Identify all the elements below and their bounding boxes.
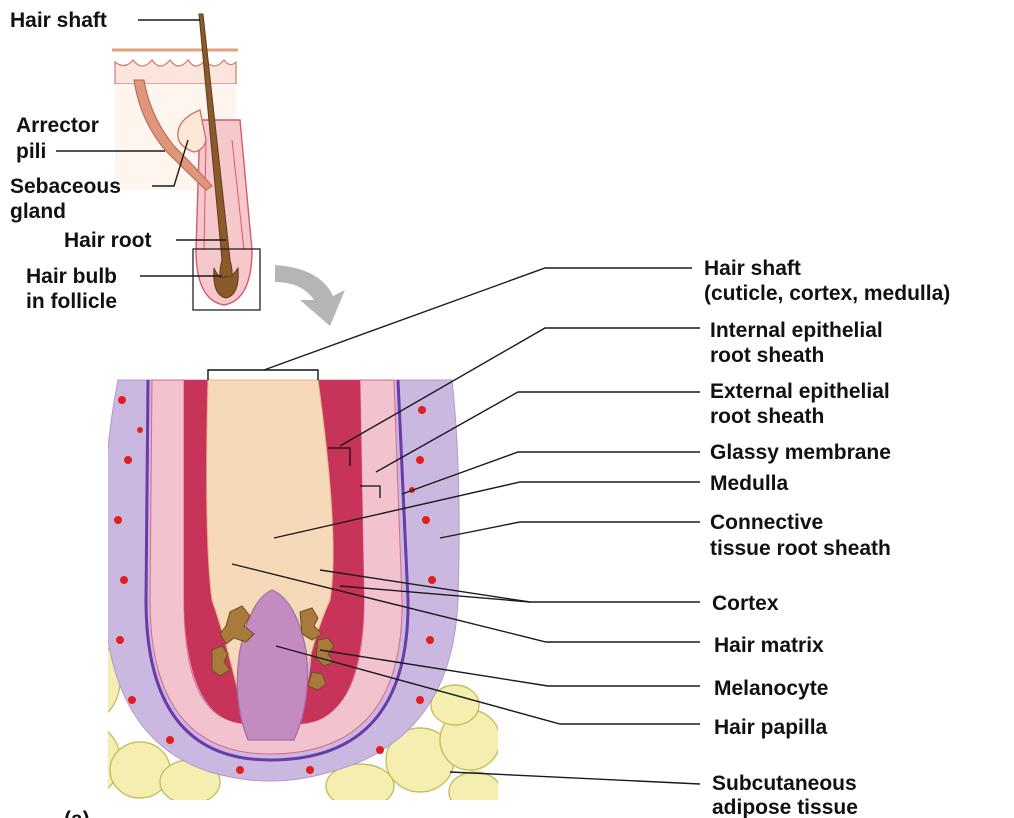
zoom-arrow [275, 265, 345, 326]
panel-label: (a) [64, 808, 90, 818]
label-hair-shaft: Hair shaft [704, 257, 801, 280]
label-internal-root-sheath: root sheath [710, 344, 824, 367]
label-internal-epithelial: Internal epithelial [710, 319, 883, 342]
hair-shaft-bracket [208, 370, 318, 380]
label-hair-papilla: Hair papilla [714, 716, 828, 739]
label-subcutaneous: Subcutaneous [712, 772, 857, 795]
label-gland: gland [10, 200, 66, 223]
leader-connective-tissue [440, 522, 700, 538]
label-in-follicle: in follicle [26, 290, 117, 313]
overview-illustration [112, 14, 345, 326]
label-cortex: Cortex [712, 592, 779, 615]
epidermis-ridge [115, 60, 236, 84]
label-connective: Connective [710, 511, 823, 534]
label-hair-matrix: Hair matrix [714, 634, 824, 657]
label-external-epithelial: External epithelial [710, 380, 890, 403]
label-medulla: Medulla [710, 472, 788, 495]
label-hair-bulb: Hair bulb [26, 265, 117, 288]
bulb-cross-section [56, 380, 501, 812]
label-sebaceous: Sebaceous [10, 175, 121, 198]
label-external-root-sheath: root sheath [710, 405, 824, 428]
label-arrector: Arrector [16, 114, 99, 137]
label-hair-shaft-components: (cuticle, cortex, medulla) [704, 282, 950, 305]
label-hair-shaft-overview: Hair shaft [10, 9, 107, 32]
label-melanocyte: Melanocyte [714, 677, 828, 700]
label-tissue-root-sheath: tissue root sheath [710, 537, 891, 560]
label-pili: pili [16, 140, 46, 163]
label-glassy-membrane: Glassy membrane [710, 441, 891, 464]
label-adipose-tissue: adipose tissue [712, 796, 858, 818]
label-hair-root: Hair root [64, 229, 152, 252]
